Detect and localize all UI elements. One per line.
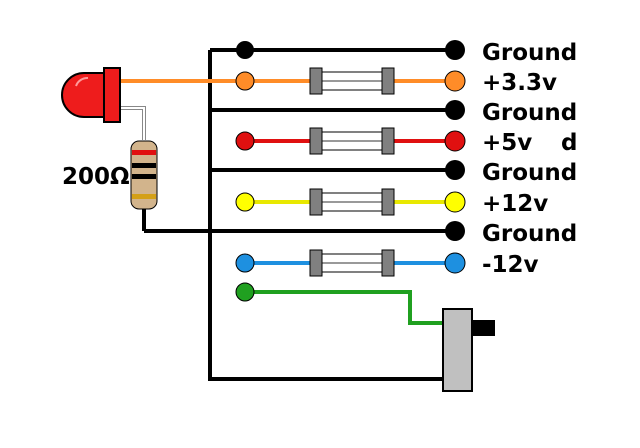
label-neg12v: -12v xyxy=(482,252,539,278)
left-terminals xyxy=(235,41,255,302)
fuse-3v3 xyxy=(309,67,395,95)
led-branch xyxy=(120,79,245,231)
label-12v: +12v xyxy=(482,191,548,217)
power-on-wire xyxy=(245,290,443,325)
right-terminals xyxy=(444,40,466,274)
label-ground-4: Ground xyxy=(482,221,577,247)
label-ground-3: Ground xyxy=(482,160,577,186)
resistor-200-ohm xyxy=(130,140,158,210)
power-switch xyxy=(442,308,495,392)
label-3v3: +3.3v xyxy=(482,70,557,96)
red-led xyxy=(61,67,121,123)
fuse-5v xyxy=(309,127,395,155)
label-5v: +5v xyxy=(482,130,532,156)
resistor-label: 200Ω xyxy=(62,164,130,190)
fuse-12v xyxy=(309,188,395,216)
ground-bus xyxy=(144,48,455,381)
label-ground-2: Ground xyxy=(482,100,577,126)
fuse-neg12v xyxy=(309,249,395,277)
label-5v-extra: d xyxy=(561,130,577,156)
label-ground-1: Ground xyxy=(482,40,577,66)
